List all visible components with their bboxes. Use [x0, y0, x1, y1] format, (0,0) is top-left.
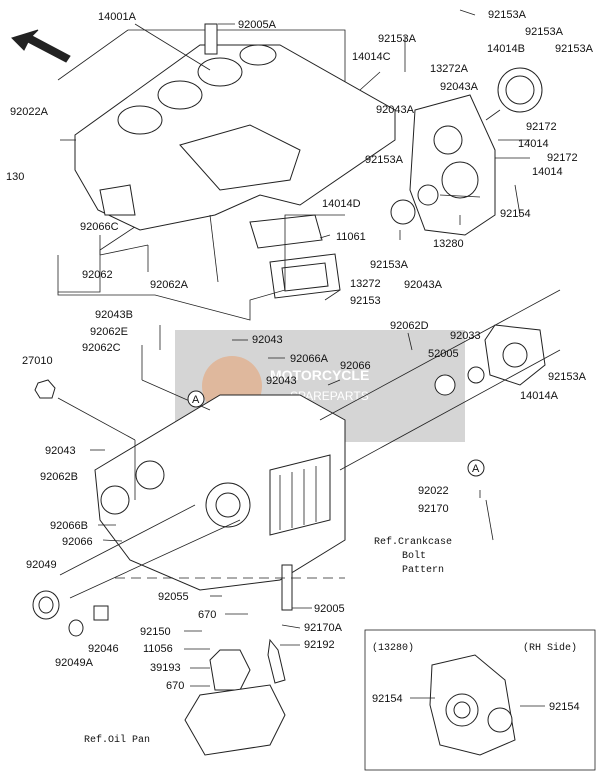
- callout-92066A: 92066A: [290, 353, 329, 365]
- callout-92022A: 92022A: [10, 106, 49, 118]
- callout-92046: 92046: [88, 643, 119, 655]
- lower-crankcase-leaders: [57, 325, 494, 687]
- callout-92062C: 92062C: [82, 342, 121, 354]
- callout-92062: 92062: [82, 269, 113, 281]
- callout-92153: 92153: [350, 295, 381, 307]
- ref-crankcase-line1: Ref.Crankcase: [374, 536, 452, 548]
- callout-92153A: 92153A: [525, 26, 564, 38]
- callout-670: 670: [198, 609, 216, 621]
- callout-92192: 92192: [304, 639, 335, 651]
- callout-14001A: 14001A: [98, 11, 137, 23]
- oil-seal-92049: [32, 590, 60, 620]
- oil-pan: [184, 684, 286, 756]
- bushing-92046: [93, 605, 109, 621]
- watermark-line2: SPAREPARTS: [290, 389, 369, 403]
- upper-leader-lines: [60, 9, 530, 301]
- callout-14014: 14014: [532, 166, 563, 178]
- callout-92066: 92066: [62, 536, 93, 548]
- callout-92043: 92043: [252, 334, 283, 346]
- callout-39193: 39193: [150, 662, 181, 674]
- callout-13272A: 13272A: [430, 63, 469, 75]
- callout-52005: 52005: [428, 348, 459, 360]
- callout-92153A: 92153A: [548, 371, 587, 383]
- callout-92049A: 92049A: [55, 657, 94, 669]
- callout-92153A: 92153A: [365, 154, 404, 166]
- callout-92062E: 92062E: [90, 326, 128, 338]
- lower-frame-line: [57, 214, 345, 321]
- callout-92153A: 92153A: [378, 33, 417, 45]
- callout-92049: 92049: [26, 559, 57, 571]
- callout-14014D: 14014D: [322, 198, 361, 210]
- marker-a-right: A: [467, 459, 485, 477]
- callout-92154: 92154: [500, 208, 531, 220]
- callout-92043A: 92043A: [376, 104, 415, 116]
- callout-92154: 92154: [549, 701, 580, 713]
- callout-92055: 92055: [158, 591, 189, 603]
- lower-crankcase: [94, 394, 346, 591]
- oil-pipe-39193: [209, 564, 293, 691]
- callout-92005A: 92005A: [238, 19, 277, 31]
- callout-11061: 11061: [336, 231, 366, 243]
- marker-a-upper: A: [187, 390, 205, 408]
- callout-27010: 27010: [22, 355, 53, 367]
- callout-92043: 92043: [45, 445, 76, 457]
- callout-92153A: 92153A: [488, 9, 527, 21]
- callout-92170A: 92170A: [304, 622, 343, 634]
- callout-92062D: 92062D: [390, 320, 429, 332]
- inset-title-left: (13280): [372, 642, 414, 654]
- callout-92043A: 92043A: [404, 279, 443, 291]
- cover-13272: [269, 253, 341, 299]
- callout-92043: 92043: [266, 375, 297, 387]
- callout-92153A: 92153A: [555, 43, 594, 55]
- ref-crankcase-line3: Pattern: [402, 565, 444, 576]
- callout-92172: 92172: [526, 121, 557, 133]
- callout-92043B: 92043B: [95, 309, 133, 321]
- upper-crankcase: [74, 23, 396, 231]
- plug-27010: [34, 379, 56, 399]
- callout-14014C: 14014C: [352, 51, 391, 63]
- callout-11056: 11056: [143, 643, 173, 655]
- callout-92153A: 92153A: [370, 259, 409, 271]
- callout-14014A: 14014A: [520, 390, 559, 402]
- callout-92005: 92005: [314, 603, 345, 615]
- callout-14014: 14014: [518, 138, 549, 150]
- marker-a-right-text: A: [472, 463, 480, 475]
- ref-crankcase-line2: Bolt: [402, 550, 426, 562]
- callout-92066C: 92066C: [80, 221, 119, 233]
- callout-14014B: 14014B: [487, 43, 525, 55]
- gasket-11061: [249, 214, 323, 249]
- callout-92170: 92170: [418, 503, 449, 515]
- seal-52005: [434, 366, 485, 396]
- callout-92150: 92150: [140, 626, 171, 638]
- callout-92033: 92033: [450, 330, 481, 342]
- inset-rh-side: [364, 629, 596, 771]
- callout-670: 670: [166, 680, 184, 692]
- inset-title-right: (RH Side): [523, 642, 577, 654]
- callout-92062A: 92062A: [150, 279, 189, 291]
- callout-130: 130: [6, 171, 24, 183]
- callout-92154: 92154: [372, 693, 403, 705]
- callout-92022: 92022: [418, 485, 449, 497]
- callout-13272: 13272: [350, 278, 381, 290]
- marker-a-upper-text: A: [192, 394, 200, 406]
- callout-92062B: 92062B: [40, 471, 78, 483]
- ref-oil-pan: Ref.Oil Pan: [84, 734, 150, 746]
- front-direction-arrow-icon: [11, 29, 71, 63]
- lower-leader-lines: [59, 289, 561, 599]
- cover-14014A: [484, 324, 546, 386]
- callout-92172: 92172: [547, 152, 578, 164]
- rh-cover-13280: [390, 67, 543, 236]
- callout-13280: 13280: [433, 238, 464, 250]
- callout-92066B: 92066B: [50, 520, 88, 532]
- oring-92049A: [68, 619, 84, 637]
- callout-92043A: 92043A: [440, 81, 479, 93]
- callout-92066: 92066: [340, 360, 371, 372]
- watermark-line1: MOTORCYCLE: [270, 367, 369, 383]
